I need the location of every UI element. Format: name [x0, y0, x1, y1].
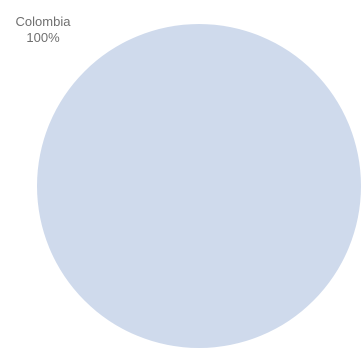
slice-label-percent: 100%: [26, 30, 60, 45]
pie-slices: [37, 24, 361, 348]
slice-label-name: Colombia: [16, 14, 72, 29]
pie-slice-colombia: [37, 24, 361, 348]
